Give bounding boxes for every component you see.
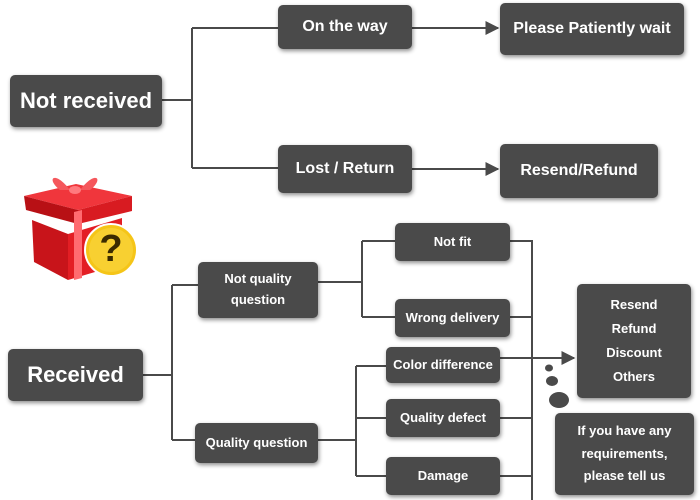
solution-discount: Discount [606, 345, 662, 360]
node-label: On the way [302, 18, 388, 35]
node-damage: Damage [386, 457, 500, 495]
node-received: Received [8, 349, 143, 401]
node-requirements: If you have any requirements, please tel… [555, 413, 694, 495]
node-lost-return: Lost / Return [278, 145, 412, 193]
node-not-quality-question: Not quality question [198, 262, 318, 318]
node-label: Received [27, 362, 124, 388]
requirements-line1: If you have any [577, 422, 672, 438]
node-label: Quality question [205, 434, 308, 450]
node-label-line2: question [230, 292, 286, 307]
node-solutions: Resend Refund Discount Others [577, 284, 691, 398]
node-label: Color difference [393, 356, 493, 372]
node-wrong-delivery: Wrong delivery [395, 299, 510, 337]
node-label: Lost / Return [295, 160, 395, 177]
node-please-patiently-wait: Please Patiently wait [500, 3, 684, 55]
node-label: Not received [19, 88, 153, 114]
question-mark-icon [84, 223, 138, 277]
node-not-received: Not received [10, 75, 162, 127]
connector-right-merge [510, 240, 533, 318]
node-label: Resend/Refund [520, 162, 638, 179]
solution-others: Others [613, 369, 655, 385]
node-not-fit: Not fit [395, 223, 510, 261]
node-label: Please Patiently wait [513, 20, 671, 37]
requirements-line3: please tell us [583, 468, 666, 484]
node-on-the-way: On the way [278, 5, 412, 49]
question-mark-glyph: ? [99, 228, 123, 270]
node-label-line1: Not quality [224, 271, 292, 287]
node-color-difference: Color difference [386, 347, 500, 383]
thought-bubbles [545, 364, 569, 408]
node-label: Wrong delivery [405, 309, 500, 325]
node-label: Not fit [433, 233, 472, 249]
node-label: Damage [417, 467, 469, 483]
node-quality-question: Quality question [195, 423, 318, 463]
requirements-line2: requirements, [581, 445, 668, 461]
solution-refund: Refund [611, 320, 657, 336]
node-label: Quality defect [400, 409, 486, 425]
node-resend-refund: Resend/Refund [500, 144, 658, 198]
node-quality-defect: Quality defect [386, 399, 500, 437]
solution-resend: Resend [610, 296, 658, 312]
